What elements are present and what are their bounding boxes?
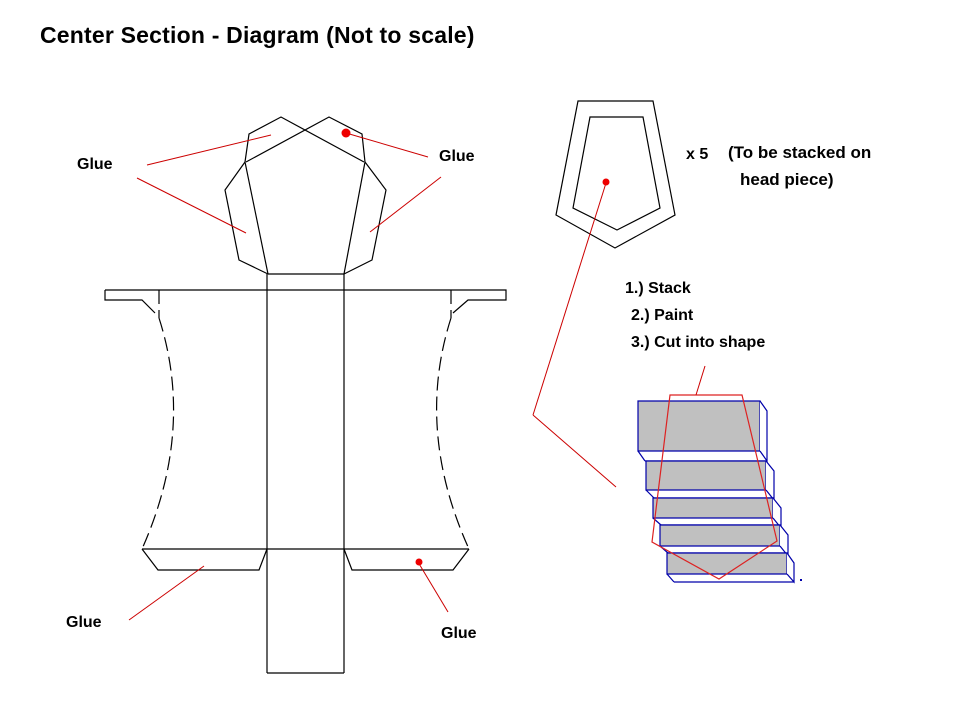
cut-shape-outline xyxy=(651,394,778,580)
glue-label-bottom-left: Glue xyxy=(66,614,102,631)
stacked-blocks xyxy=(637,400,802,584)
cut-shape-leader xyxy=(695,365,706,396)
glue-label-top-right: Glue xyxy=(439,148,475,165)
glue-label-top-left: Glue xyxy=(77,156,113,173)
center-body xyxy=(104,274,507,674)
stack-note-line2: head piece) xyxy=(740,170,834,189)
step-1: 1.) Stack xyxy=(625,280,691,297)
glue-dots xyxy=(341,128,610,566)
step-3: 3.) Cut into shape xyxy=(631,334,766,351)
count-label: x 5 xyxy=(686,146,709,163)
leader-lines xyxy=(128,132,617,621)
glue-dot-template xyxy=(602,178,610,186)
step-2: 2.) Paint xyxy=(631,307,694,324)
block-4 xyxy=(659,524,789,558)
block-2 xyxy=(645,460,775,502)
stack-note-line1: (To be stacked on xyxy=(728,143,872,162)
block-1 xyxy=(637,400,768,463)
glue-label-bottom-right: Glue xyxy=(441,625,477,642)
block-3 xyxy=(652,497,782,530)
pentagon-template xyxy=(555,100,676,249)
glue-dot-bottom xyxy=(415,558,423,566)
fold-lines-dashed xyxy=(141,290,470,550)
block-5 xyxy=(666,552,795,584)
diagram-title: Center Section - Diagram (Not to scale) xyxy=(40,22,475,48)
glue-dot-head xyxy=(341,128,351,138)
